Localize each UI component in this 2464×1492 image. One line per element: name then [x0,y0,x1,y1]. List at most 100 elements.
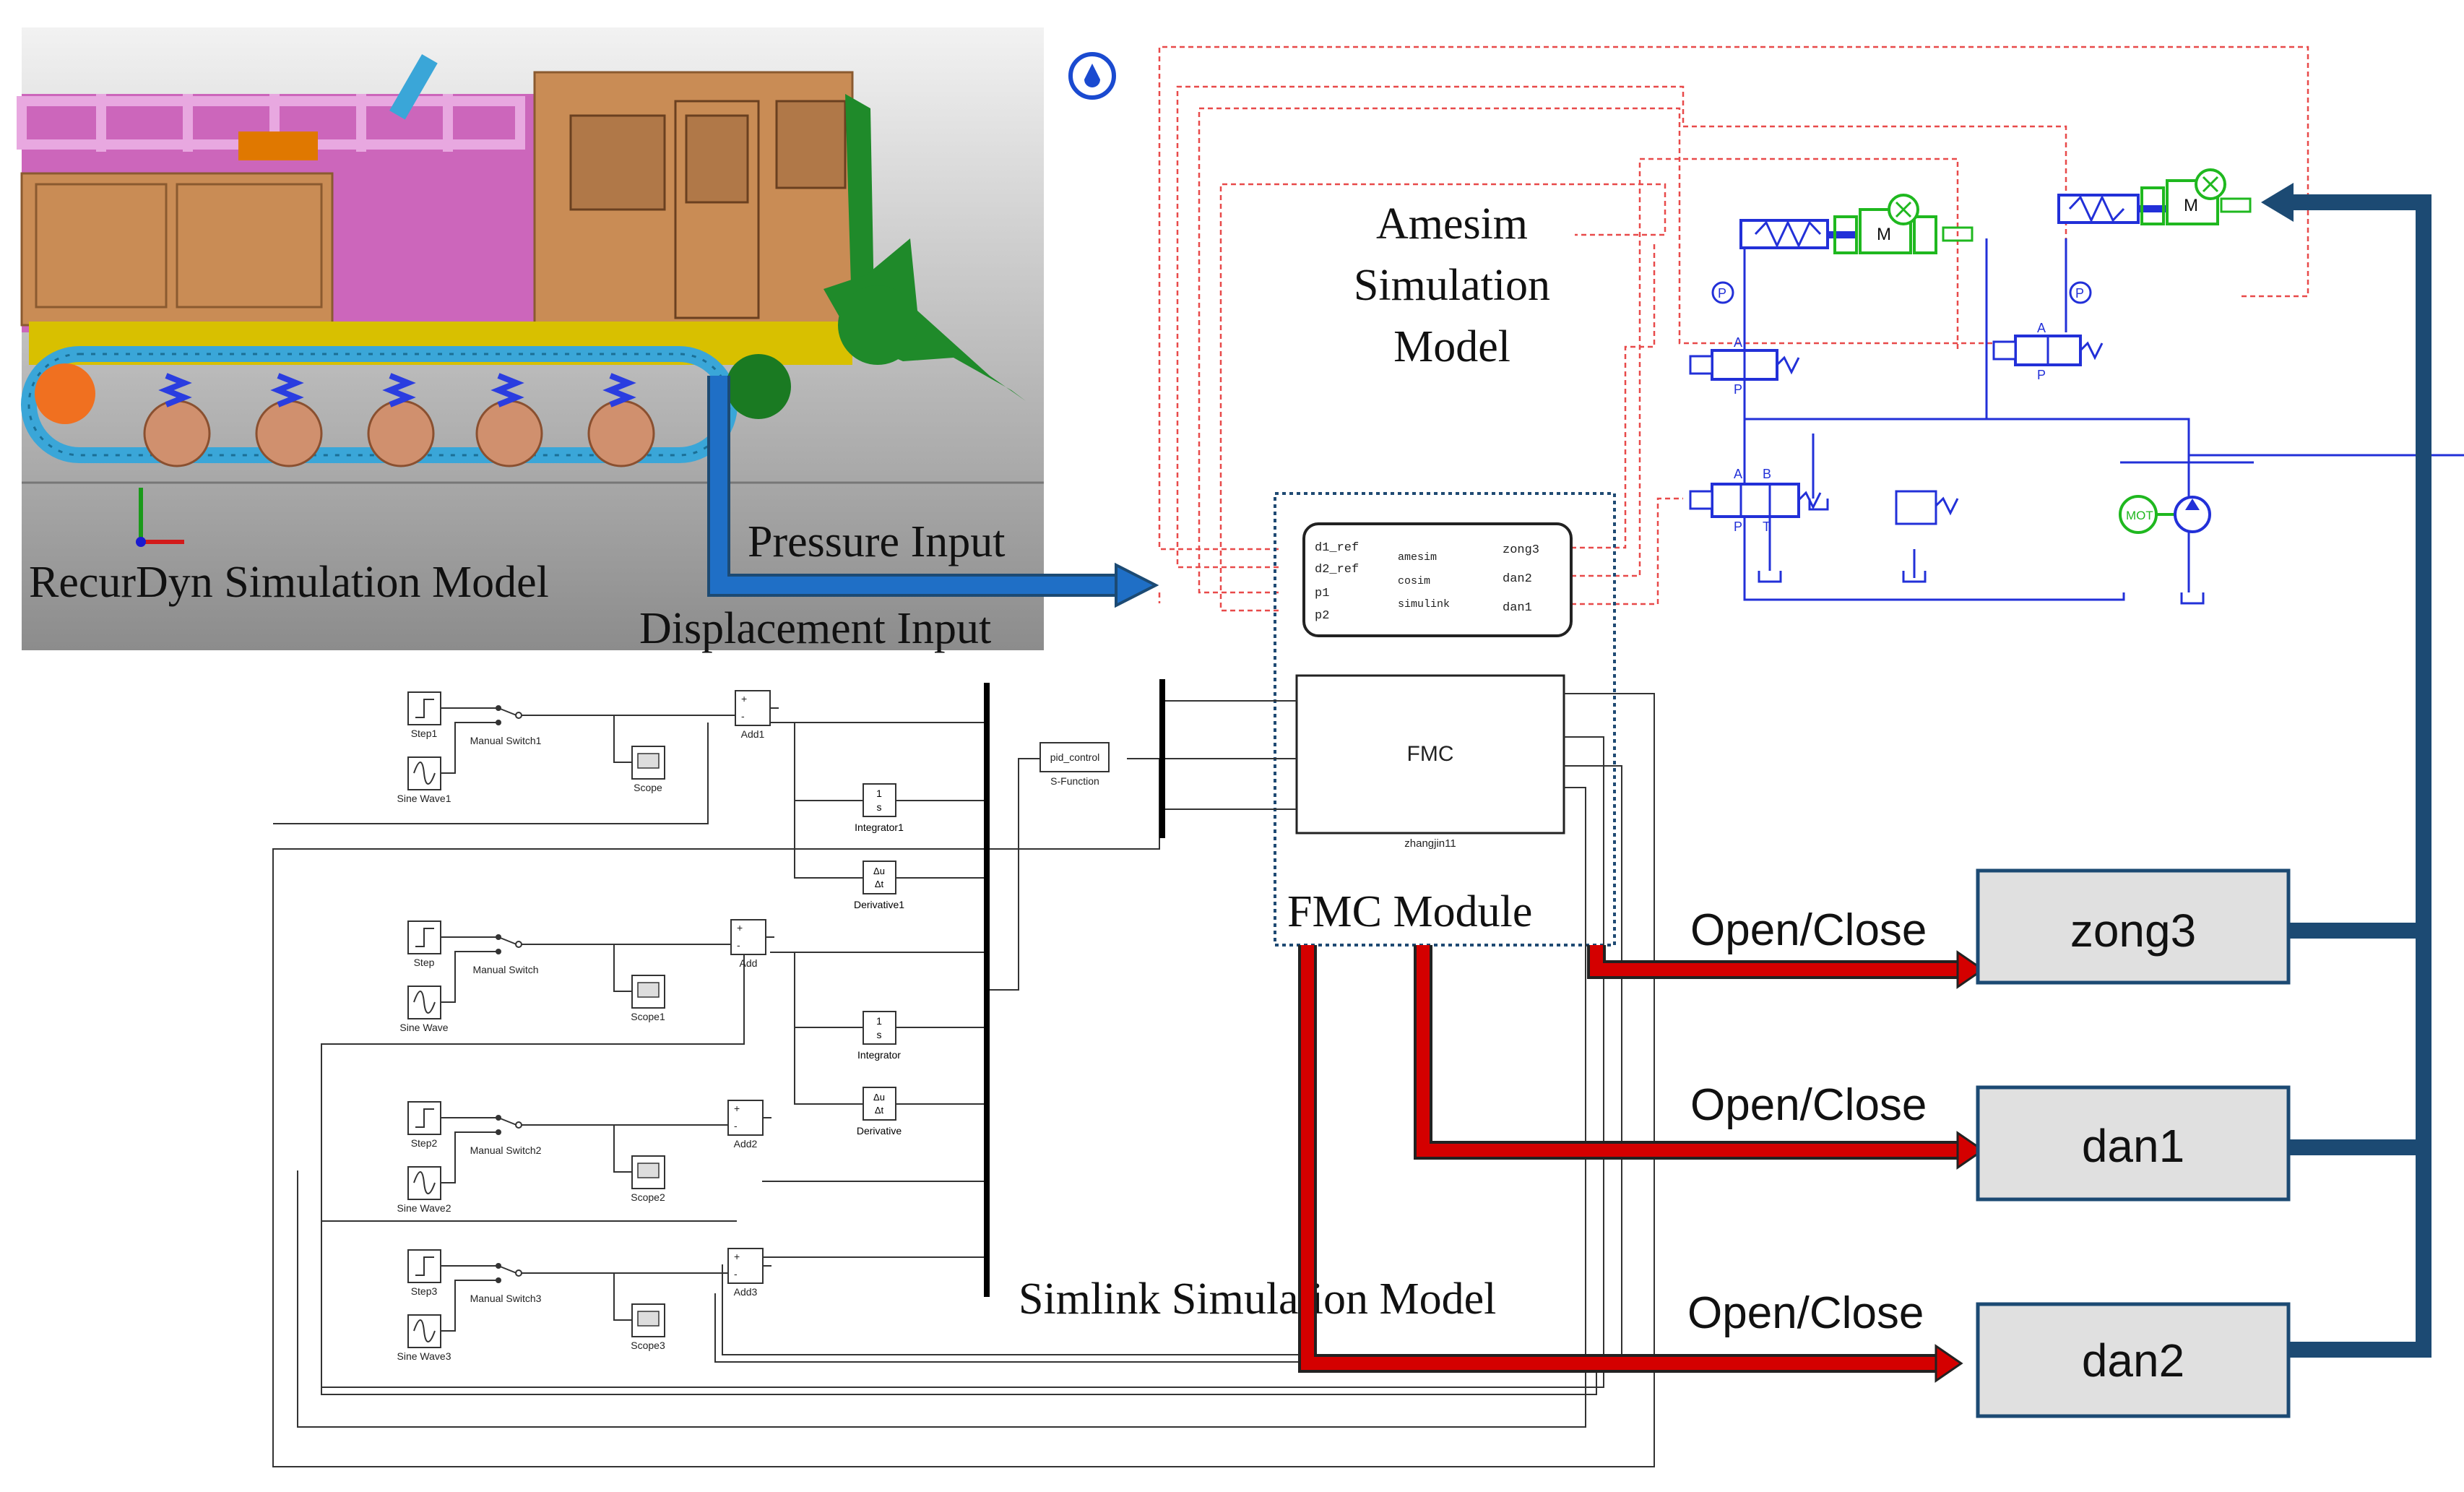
open-close-label-1: Open/Close [1690,905,1927,955]
add-plus-sign: + [734,1103,740,1114]
recurdyn-model: RecurDyn Simulation Model [17,27,1044,650]
scope-label: Scope1 [631,1011,665,1022]
cosim-center-cosim: cosim [1398,575,1430,587]
pressure-sensor-label: P [1718,286,1726,301]
cosim-out-dan2: dan2 [1503,572,1532,586]
add-block [730,919,766,955]
sine-icon [413,1319,436,1342]
fmc-caption: zhangjin11 [1404,837,1456,850]
recurdyn-label: RecurDyn Simulation Model [29,558,549,607]
add-label: Add [740,957,758,969]
mux-bus-left [984,683,990,1297]
valve-upper-left: A P [1689,335,1800,397]
manual-switch-label: Manual Switch3 [470,1293,542,1304]
step-icon [415,1108,434,1128]
displacement-input-label: Displacement Input [639,604,991,653]
add-block [727,1100,764,1136]
amesim-label-line-3: Model [1393,322,1510,371]
mass-label: M [1877,225,1891,244]
port-t-label: T [1763,519,1771,534]
valve-main: A B P T [1689,467,1822,534]
valve-feedback-path [2286,194,2431,1358]
step-label: Step3 [411,1285,438,1297]
integrator-2: 1 s Integrator [857,1011,901,1061]
add-minus-sign: - [741,710,745,722]
fmc-module-label: FMC Module [1287,887,1532,936]
fmc-label: FMC [1407,742,1454,766]
derivative-den: Δt [875,1105,884,1116]
scope-label: Scope2 [631,1191,665,1203]
dozer-blade [824,238,1026,401]
derivative-2-label: Derivative [857,1125,902,1137]
amesim-logo-icon [1068,52,1116,100]
motor-label: MOT [2126,509,2153,522]
integrator-2-label: Integrator [857,1049,901,1061]
cosim-in-p1: p1 [1315,587,1329,600]
step-label: Step2 [411,1137,438,1149]
valve-box-dan2: dan2 [1976,1302,2291,1418]
sine-icon [413,762,436,785]
cosim-center-amesim: amesim [1398,551,1437,564]
relief-valve [1895,490,1937,525]
cosim-interface-block: d1_ref d2_ref p1 p2 amesim cosim simulin… [1302,522,1573,637]
integrator-1-label: Integrator1 [855,822,904,833]
pump-icon [2174,496,2211,533]
add-label: Add1 [741,728,765,740]
cosim-out-zong3: zong3 [1503,543,1539,557]
port-a-label: A [2037,321,2046,335]
step-label: Step1 [411,728,438,739]
step-icon [415,928,434,947]
add-label: Add2 [734,1138,758,1150]
port-b-label: B [1763,467,1771,481]
simulink-model [272,679,1655,1467]
sine-icon [413,991,436,1014]
derivative-num: Δu [873,1092,885,1103]
integrator-den: s [877,1029,882,1040]
open-close-arrows [1298,945,1985,1383]
mass-label: M [2184,196,2198,215]
s-function-inner: pid_control [1050,751,1100,763]
manual-switch-label: Manual Switch [472,964,538,975]
valve-dan2-label: dan2 [2082,1334,2184,1387]
amesim-label-line-1: Amesim [1376,199,1528,249]
fmc-block: FMC zhangjin11 [1295,674,1565,850]
sine-icon [413,1171,436,1194]
open-close-label-3: Open/Close [1687,1288,1924,1338]
add-plus-sign: + [734,1251,740,1262]
sine-wave-label: Sine Wave2 [397,1202,451,1214]
add-label: Add3 [734,1286,758,1298]
manual-switch-label: Manual Switch1 [470,735,542,746]
add-minus-sign: - [737,939,740,951]
open-close-label-2: Open/Close [1690,1080,1927,1130]
fmc-module-boundary [1274,492,1616,946]
actuator-left: M P [1711,194,1974,304]
valve-upper-right: A P [1992,321,2104,382]
sprocket [35,363,95,424]
mux-bus-right [1159,679,1165,838]
derivative-den: Δt [875,879,884,889]
s-function-block: pid_control S-Function [1039,742,1110,787]
step-label: Step [414,957,435,968]
derivative-num: Δu [873,866,885,876]
integrator-den: s [877,801,882,813]
integrator-num: 1 [876,1015,882,1027]
add-plus-sign: + [741,693,747,704]
cosim-center-simulink: simulink [1398,598,1450,611]
pressure-sensor-label: P [2075,286,2084,301]
valve-box-dan1: dan1 [1976,1085,2291,1202]
scope-label: Scope3 [631,1340,665,1351]
cosim-out-dan1: dan1 [1503,601,1532,615]
port-a-label: A [1734,335,1742,350]
port-p-label: P [1734,519,1742,534]
valve-dan1-label: dan1 [2082,1120,2184,1172]
valve-box-zong3: zong3 [1976,868,2291,985]
port-p-label: P [1734,382,1742,397]
scope-label: Scope [634,782,662,793]
derivative-1-label: Derivative1 [854,899,904,910]
